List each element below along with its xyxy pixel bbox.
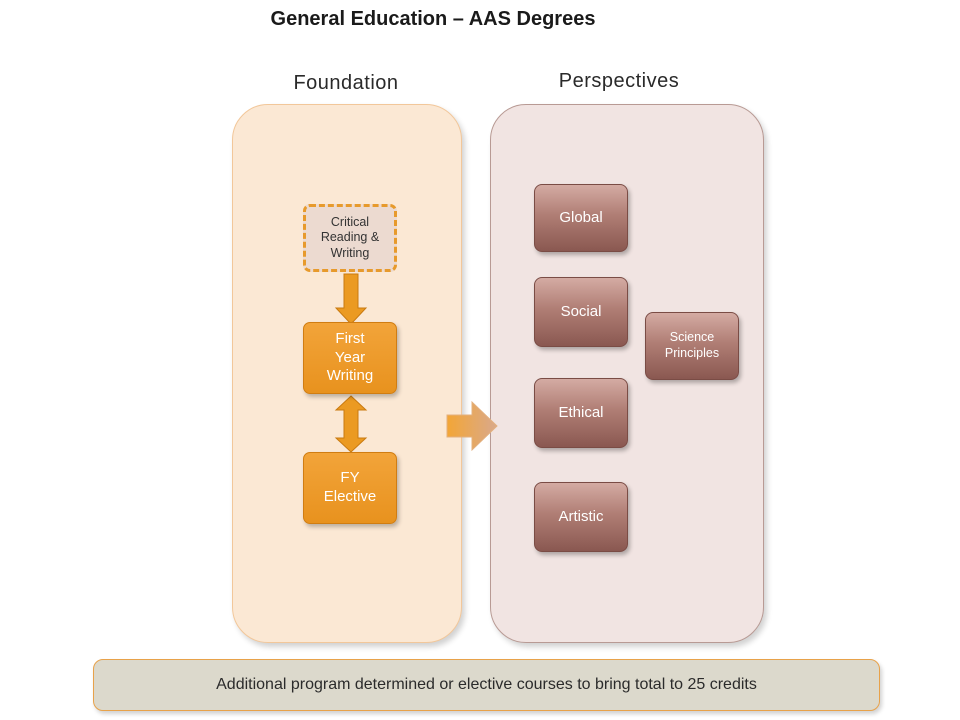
node-artistic-label: Artistic xyxy=(558,507,604,525)
node-fy-elective: FY Elective xyxy=(303,452,397,524)
node-ethical: Ethical xyxy=(534,378,628,448)
node-social-label: Social xyxy=(560,302,602,320)
perspectives-heading: Perspectives xyxy=(558,70,680,92)
node-first-year-writing: First Year Writing xyxy=(303,322,397,394)
node-global-label: Global xyxy=(559,208,603,226)
node-critical-reading-writing-label: Critical Reading & Writing xyxy=(320,214,380,260)
node-global: Global xyxy=(534,184,628,252)
node-artistic: Artistic xyxy=(534,482,628,552)
node-critical-reading-writing: Critical Reading & Writing xyxy=(303,204,397,272)
foundation-heading: Foundation xyxy=(293,72,399,94)
node-fy-elective-label: FY Elective xyxy=(323,469,377,505)
footer-note-text: Additional program determined or electiv… xyxy=(216,676,757,693)
page-title: General Education – AAS Degrees xyxy=(270,8,596,30)
footer-note: Additional program determined or electiv… xyxy=(93,659,880,711)
node-first-year-writing-label: First Year Writing xyxy=(326,329,374,385)
node-science-principles: Science Principles xyxy=(645,312,739,380)
node-science-principles-label: Science Principles xyxy=(664,330,720,360)
node-ethical-label: Ethical xyxy=(558,403,604,421)
node-social: Social xyxy=(534,277,628,347)
